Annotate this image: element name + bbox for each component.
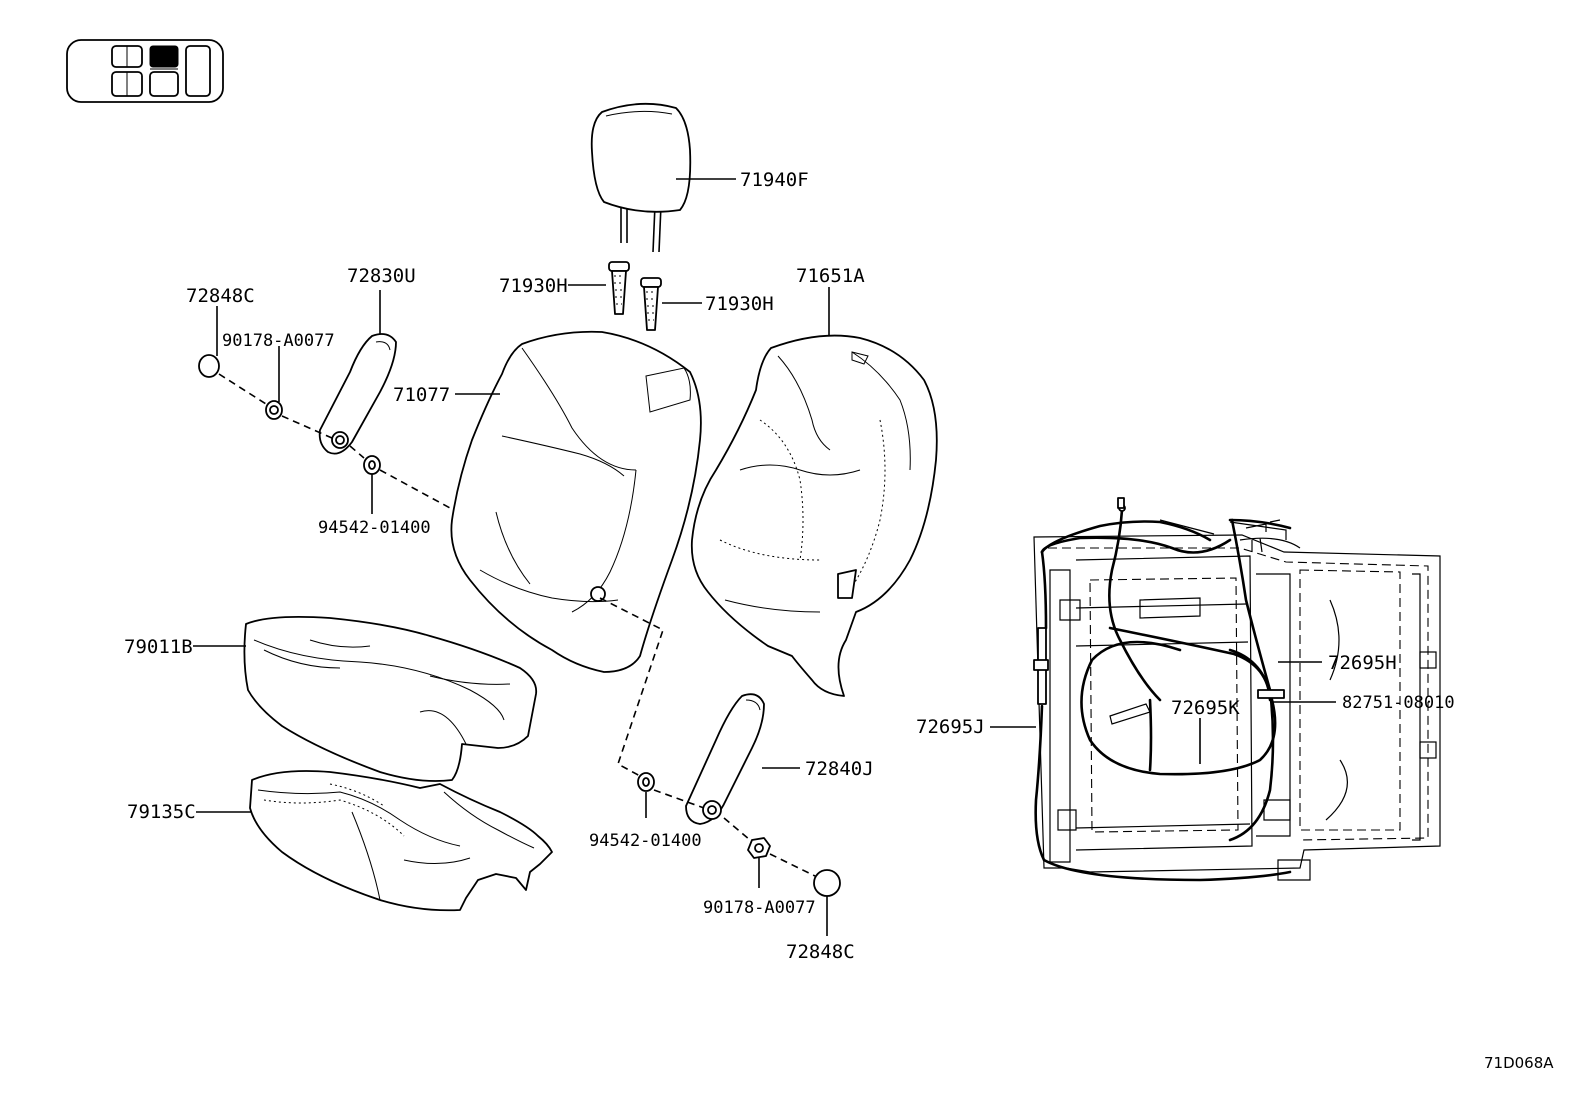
headrest-support-left [608, 261, 630, 315]
screw-bottom-icon [747, 837, 771, 859]
label-trim-cover-bottom: 72840J [805, 758, 874, 780]
cushion-pad [243, 615, 538, 782]
screw-top-icon [265, 400, 283, 420]
assembly-line [218, 373, 267, 405]
leader-lines [193, 178, 1336, 936]
seat-frame [1033, 497, 1441, 882]
label-trim-cover-top: 72830U [347, 265, 416, 287]
headrest [590, 102, 692, 253]
label-harness-h: 72695H [1328, 652, 1397, 674]
washer-top-icon [363, 455, 381, 475]
label-harness-j: 72695J [916, 716, 985, 738]
label-cushion-pad: 79011B [124, 636, 193, 658]
label-harness-k: 72695K [1171, 697, 1240, 719]
label-headrest: 71940F [740, 169, 809, 191]
label-cushion-cover: 79135C [127, 801, 196, 823]
assembly-line [281, 415, 333, 439]
label-washer-top: 94542-01400 [318, 518, 431, 538]
assembly-line [723, 817, 751, 841]
label-support-left: 71930H [499, 275, 568, 297]
assembly-line [379, 469, 451, 509]
seat-position-indicator-icon [66, 39, 224, 103]
headrest-support-right [640, 277, 662, 331]
cap-bottom-icon [813, 869, 841, 897]
label-screw-top: 90178-A0077 [222, 331, 335, 351]
side-trim-cover-bottom [685, 693, 765, 825]
assembly-line [769, 853, 816, 877]
label-washer-bottom: 94542-01400 [589, 831, 702, 851]
seatback-cover [690, 334, 938, 697]
seatback-pad [450, 330, 702, 673]
cushion-cover [249, 770, 553, 912]
label-screw-bottom: 90178-A0077 [703, 898, 816, 918]
label-clamp: 82751-08010 [1342, 693, 1455, 713]
label-support-right: 71930H [705, 293, 774, 315]
washer-bottom-icon [637, 772, 655, 792]
label-back-pad: 71077 [393, 384, 450, 406]
label-cap-top: 72848C [186, 285, 255, 307]
assembly-line [349, 445, 365, 459]
label-cap-bottom: 72848C [786, 941, 855, 963]
side-trim-cover-top [318, 333, 397, 455]
label-back-cover: 71651A [796, 265, 865, 287]
diagram-code: 71D068A [1484, 1054, 1554, 1072]
assembly-line [653, 789, 705, 809]
cap-top-icon [198, 354, 220, 378]
